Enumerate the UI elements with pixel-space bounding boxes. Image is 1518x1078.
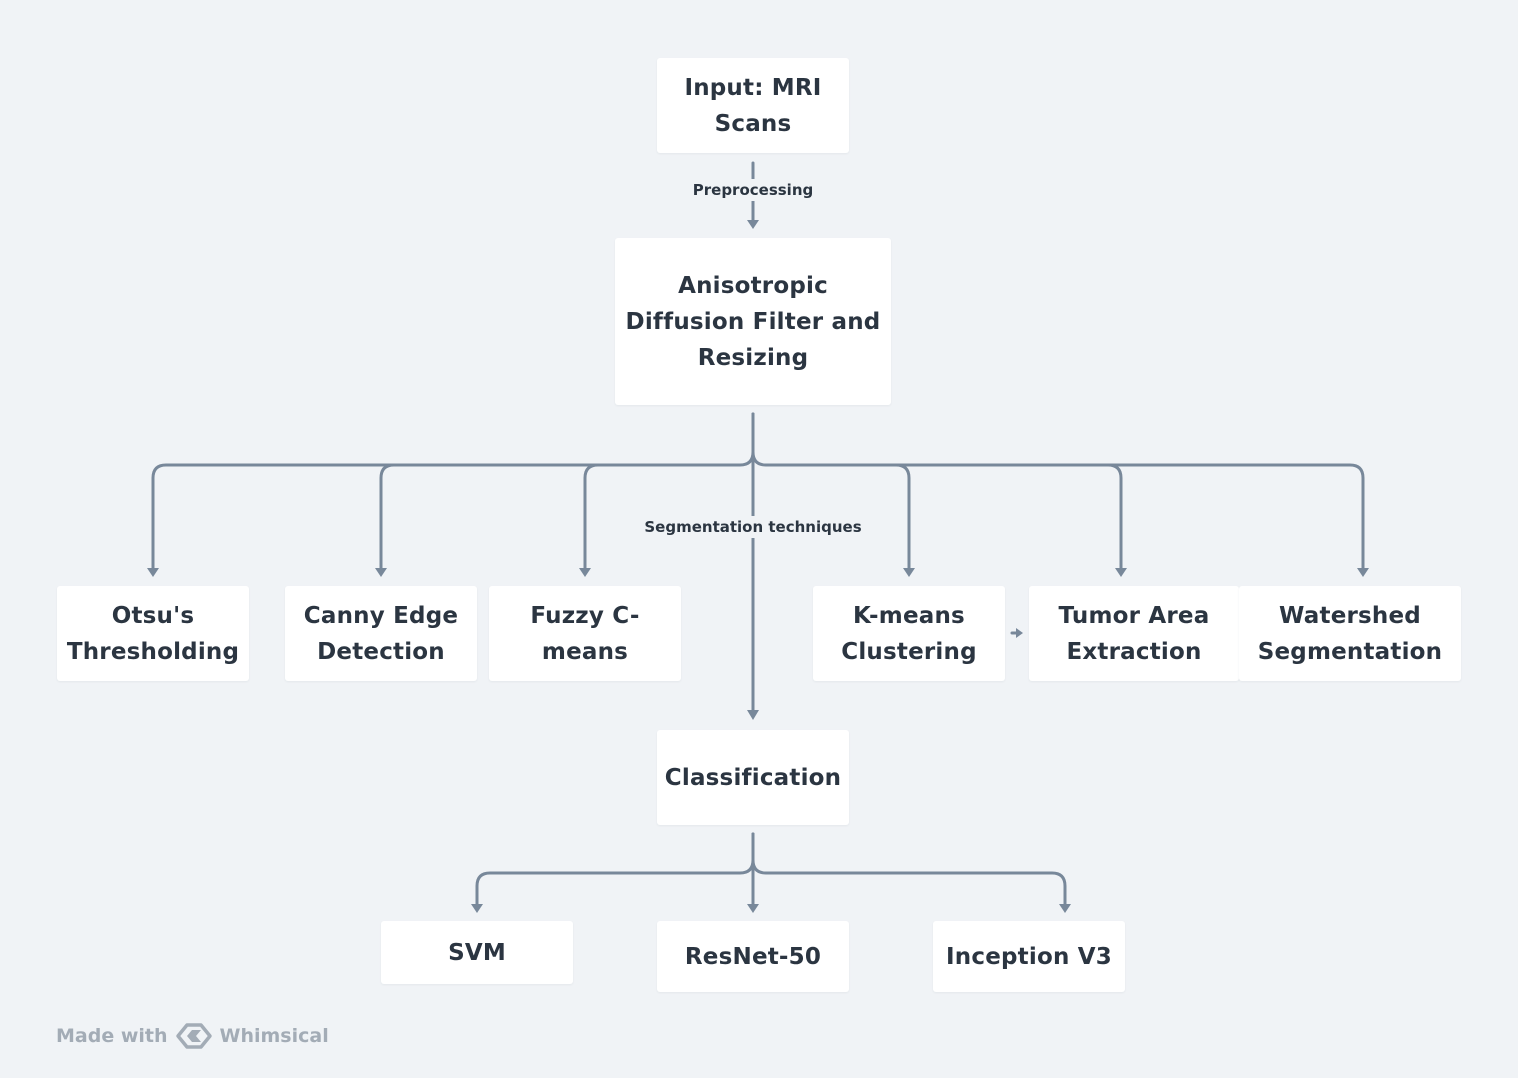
edge-classification-svm: [475, 832, 755, 906]
node-fuzzy-c-means[interactable]: Fuzzy C-means: [489, 586, 681, 681]
edge-filter-watershed: [751, 412, 1365, 570]
arrowhead: [1016, 628, 1023, 638]
node-classification[interactable]: Classification: [657, 730, 849, 825]
whimsical-logo-icon: [175, 1023, 212, 1049]
node-label: Input: MRI Scans: [684, 74, 822, 137]
edge-filter-canny: [379, 463, 396, 570]
node-label: ResNet-50: [684, 943, 822, 970]
edge-label-preprocessing: Preprocessing: [688, 179, 818, 201]
node-inception-v3[interactable]: Inception V3: [933, 921, 1125, 992]
node-label: Tumor Area Extraction: [1058, 602, 1210, 665]
arrowhead: [1115, 568, 1127, 577]
arrowhead: [747, 904, 759, 913]
arrowhead: [579, 568, 591, 577]
arrowhead: [747, 710, 759, 720]
node-label: Canny Edge Detection: [303, 602, 459, 665]
brand-made-with: Made with: [56, 1025, 168, 1047]
node-canny-edge-detection[interactable]: Canny Edge Detection: [285, 586, 477, 681]
made-with-whimsical-badge[interactable]: Made with Whimsical: [56, 1020, 329, 1052]
node-input-mri-scans[interactable]: Input: MRI Scans: [657, 58, 849, 153]
arrowhead: [1059, 904, 1071, 913]
node-label: SVM: [448, 939, 506, 966]
edge-filter-tumor: [1106, 463, 1123, 570]
node-label: Classification: [664, 764, 842, 791]
node-label: Anisotropic Diffusion Filter and Resizin…: [625, 272, 881, 371]
edge-classification-inception: [751, 832, 1067, 906]
node-label: Inception V3: [946, 943, 1112, 970]
node-label: Otsu's Thresholding: [66, 602, 240, 665]
node-anisotropic-filter[interactable]: Anisotropic Diffusion Filter and Resizin…: [615, 238, 891, 405]
node-label: K-means Clustering: [841, 602, 977, 665]
node-svm[interactable]: SVM: [381, 921, 573, 984]
arrowhead: [747, 220, 759, 229]
edge-filter-fuzzy: [583, 463, 600, 570]
node-resnet-50[interactable]: ResNet-50: [657, 921, 849, 992]
arrowhead: [375, 568, 387, 577]
node-label: Watershed Segmentation: [1257, 602, 1443, 665]
node-k-means-clustering[interactable]: K-means Clustering: [813, 586, 1005, 681]
edge-filter-otsu: [151, 412, 755, 570]
arrowhead: [471, 904, 483, 913]
node-watershed-segmentation[interactable]: Watershed Segmentation: [1239, 586, 1461, 681]
arrowhead: [147, 568, 159, 577]
node-otsu-thresholding[interactable]: Otsu's Thresholding: [57, 586, 249, 681]
edge-filter-kmeans: [894, 463, 911, 570]
node-label: Fuzzy C-means: [530, 602, 640, 665]
brand-name: Whimsical: [219, 1025, 329, 1047]
arrowhead: [1357, 568, 1369, 577]
node-tumor-area-extraction[interactable]: Tumor Area Extraction: [1029, 586, 1239, 681]
edge-label-segmentation: Segmentation techniques: [640, 516, 866, 538]
arrowhead: [903, 568, 915, 577]
